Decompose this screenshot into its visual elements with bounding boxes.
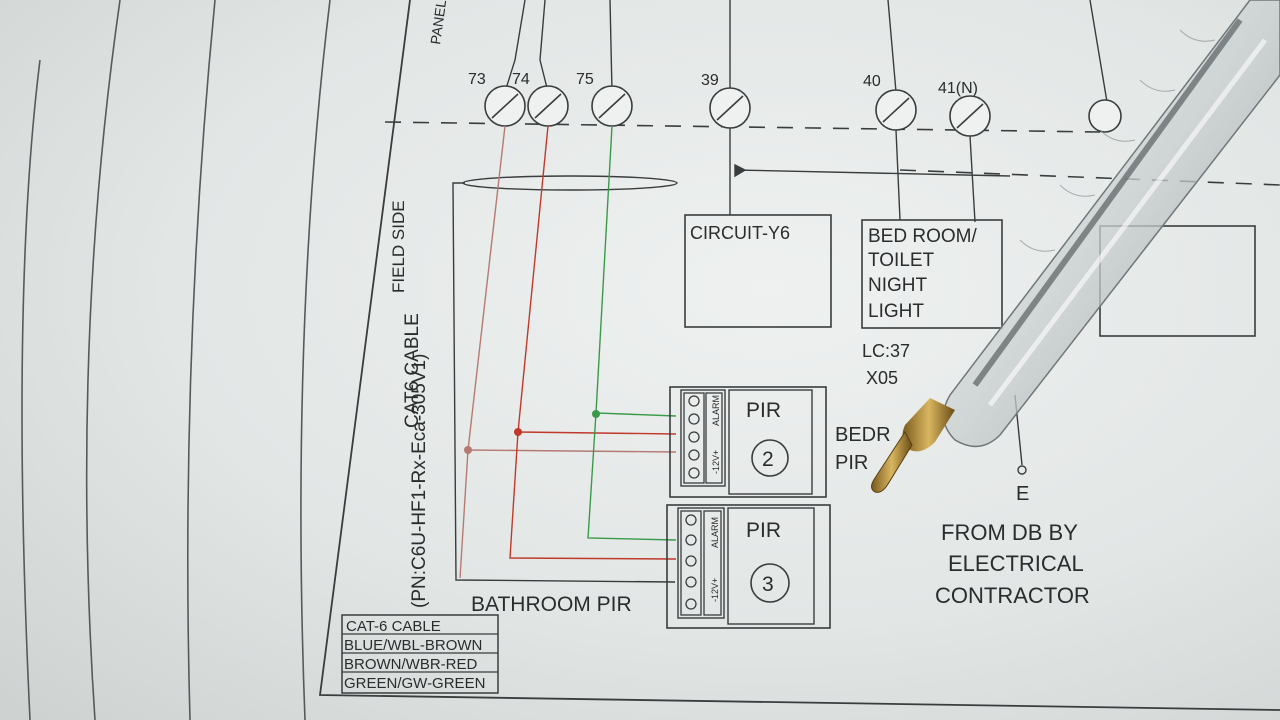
ballpoint-pen-icon (871, 0, 1280, 493)
terminal-label-73: 73 (468, 71, 486, 88)
pir-2-title: PIR (746, 399, 781, 422)
pir-3-terminals (680, 510, 722, 616)
earth-terminal (1017, 465, 1027, 475)
pir-3-title: PIR (746, 519, 781, 542)
legend-title: CAT-6 CABLE (346, 618, 441, 635)
paper-margin-lines (21, 0, 331, 720)
from-db-line-3: CONTRACTOR (935, 583, 1090, 608)
terminal-label-75: 75 (576, 71, 594, 88)
pir-2-alarm-text: ALARM (711, 395, 721, 426)
cable-legend: CAT-6 CABLE BLUE/WBL-BROWN BROWN/WBR-RED… (341, 614, 499, 694)
pir-2-number: 2 (762, 448, 774, 471)
lc-label-line-2: X05 (866, 368, 898, 388)
bedroom-line-3: NIGHT (868, 275, 928, 296)
pir-3-unit: ALARM -12V+ PIR 3 (666, 504, 831, 629)
drawing-frame (318, 0, 1280, 711)
circuit-box (684, 214, 832, 328)
bedroom-light-label: BED ROOM/ TOILET NIGHT LIGHT (868, 226, 977, 322)
legend-row-2: BROWN/WBR-RED (344, 656, 477, 673)
cable-label-1: CAT6 CABLE (402, 313, 423, 428)
pir-2-side-label-2: PIR (835, 452, 868, 474)
pir-3-alarm-text: ALARM (710, 517, 720, 548)
pir-3-power-text: -12V+ (710, 578, 720, 602)
field-side-label: FIELD SIDE (389, 200, 408, 293)
pir-3-side-label: BATHROOM PIR (471, 593, 632, 616)
cable-label-2: (PN:C6U-HF1-Rx-Eca-305V1) (409, 354, 430, 608)
terminal-label-74: 74 (512, 71, 530, 88)
earth-label: E (1016, 483, 1029, 505)
screw-terminal-icon (484, 85, 1122, 137)
terminal-label-41n: 41(N) (938, 80, 978, 97)
cable-bundle (452, 175, 678, 583)
lc-label-line-1: LC:37 (862, 341, 910, 361)
wire-junctions (464, 410, 600, 454)
pir-2-side-label-1: BEDR (835, 424, 891, 446)
from-db-line-2: ELECTRICAL (948, 551, 1084, 576)
terminal-label-39: 39 (701, 72, 719, 89)
circuit-box-label: CIRCUIT-Y6 (690, 223, 790, 243)
pir-2-terminals (683, 392, 723, 484)
terminal-label-40: 40 (863, 73, 881, 90)
bedroom-line-1: BED ROOM/ (868, 226, 977, 247)
bedroom-line-2: TOILET (868, 250, 935, 271)
pir-2-power-text: -12V+ (711, 450, 721, 474)
panel-label: PANEL (427, 0, 449, 45)
from-db-line-1: FROM DB BY (941, 520, 1078, 545)
pir-3-number: 3 (762, 573, 774, 596)
bedroom-light-box (861, 219, 1003, 329)
legend-row-1: BLUE/WBL-BROWN (344, 637, 482, 654)
terminal-labels: 73 74 75 39 40 41(N) (468, 71, 978, 97)
field-wires (459, 125, 677, 579)
legend-row-3: GREEN/GW-GREEN (344, 675, 485, 692)
from-db-note: FROM DB BY ELECTRICAL CONTRACTOR (935, 520, 1090, 608)
panel-wires (504, 0, 1111, 121)
bedroom-line-4: LIGHT (868, 301, 924, 322)
pir-2-unit: ALARM -12V+ PIR 2 (669, 386, 827, 498)
